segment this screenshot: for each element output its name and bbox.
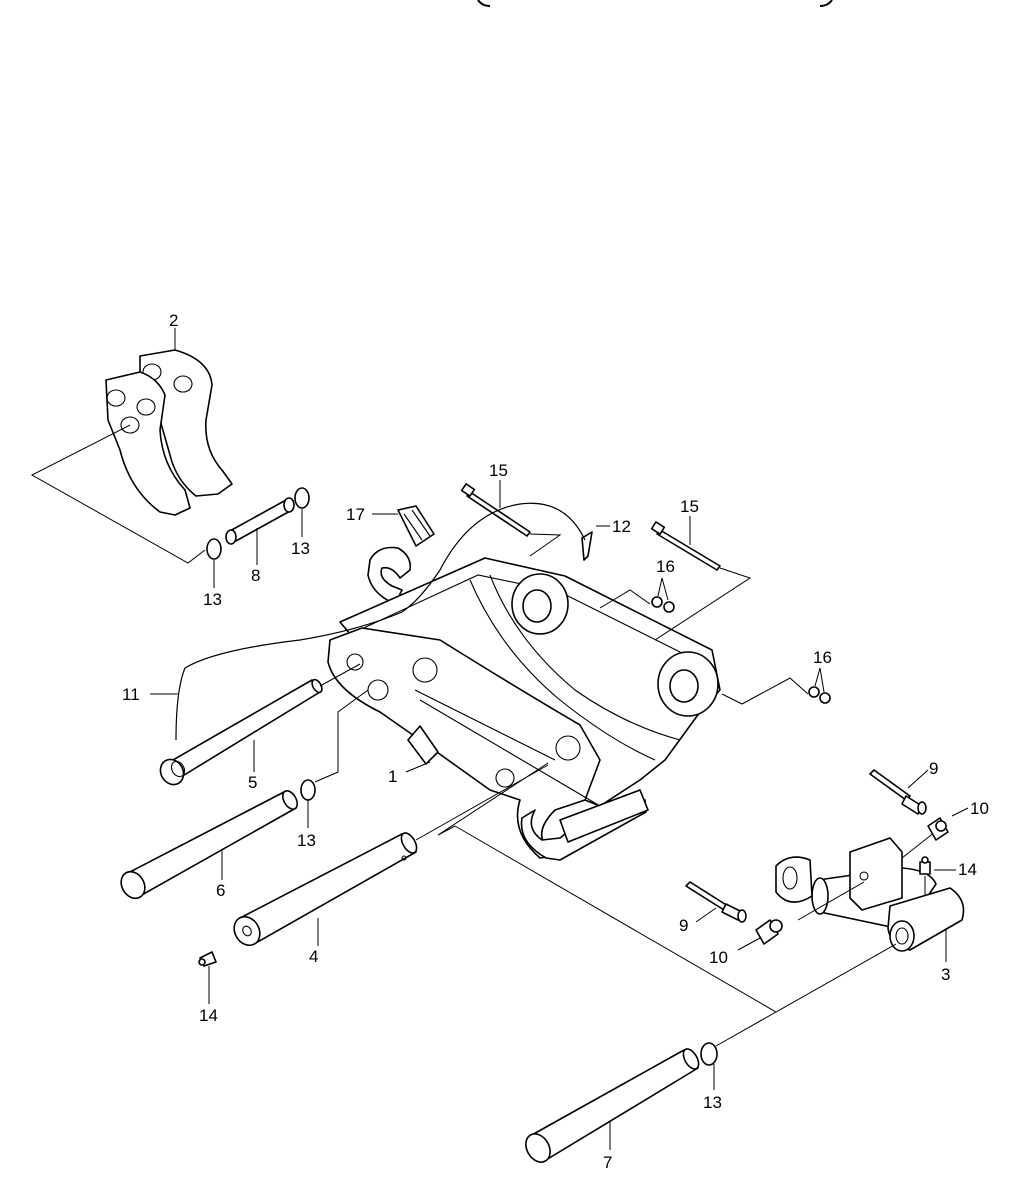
part-5-pin bbox=[159, 678, 323, 786]
part-15-bolt-b bbox=[650, 521, 721, 571]
part-15-bolt-a bbox=[460, 483, 531, 537]
callout-3: 3 bbox=[941, 965, 950, 984]
callout-13-b: 13 bbox=[291, 539, 310, 558]
part-13-snap-ring-a bbox=[206, 538, 222, 560]
callout-14-a: 14 bbox=[199, 1006, 218, 1025]
callout-13-a: 13 bbox=[203, 590, 222, 609]
part-10-elbow-fitting-b bbox=[755, 919, 783, 945]
part-3-assembly-line bbox=[454, 825, 897, 1013]
callout-4: 4 bbox=[309, 947, 318, 966]
part-1-assembly-line bbox=[437, 762, 549, 836]
part-9-hose-fitting-b bbox=[685, 881, 747, 923]
part-11-wire-rope bbox=[175, 502, 586, 741]
part-6-pin bbox=[120, 790, 299, 900]
callout-15-a: 15 bbox=[489, 461, 508, 480]
part-14-grease-nipple-b bbox=[919, 856, 931, 875]
callout-5: 5 bbox=[248, 773, 257, 792]
part-17-clip bbox=[397, 505, 435, 547]
part-16-nuts-a bbox=[651, 596, 675, 613]
part-1-leader bbox=[405, 761, 431, 773]
part-7-pin bbox=[525, 1048, 700, 1163]
header-bracket-fragment bbox=[477, 0, 833, 7]
callout-11: 11 bbox=[122, 685, 140, 704]
callout-17: 17 bbox=[346, 505, 365, 524]
callout-12: 12 bbox=[612, 517, 631, 536]
part-13-snap-ring-d bbox=[700, 1042, 718, 1066]
part-9-hose-fitting-a bbox=[869, 769, 927, 815]
part-15-assembly-line-a bbox=[529, 533, 562, 557]
callout-16-a: 16 bbox=[656, 557, 675, 576]
part-4-pin bbox=[233, 832, 418, 947]
part-2-assembly-line bbox=[30, 424, 206, 564]
part-16-nuts-b bbox=[808, 686, 831, 704]
callout-14-b: 14 bbox=[958, 860, 977, 879]
callout-10-b: 10 bbox=[709, 948, 728, 967]
callout-13-d: 13 bbox=[703, 1093, 722, 1112]
callout-9-b: 9 bbox=[679, 916, 688, 935]
part-13-snap-ring-c bbox=[300, 779, 316, 801]
callout-9-a: 9 bbox=[929, 759, 938, 778]
part-13-snap-ring-b bbox=[294, 487, 310, 509]
part-15-assembly-line-b bbox=[654, 567, 752, 641]
callout-2: 2 bbox=[169, 311, 178, 330]
callout-16-b: 16 bbox=[813, 648, 832, 667]
callout-6: 6 bbox=[216, 881, 225, 900]
callout-10-a: 10 bbox=[970, 799, 989, 818]
part-1-coupler-frame bbox=[327, 546, 721, 861]
callout-13-c: 13 bbox=[297, 831, 316, 850]
part-3-hydraulic-cylinder bbox=[775, 831, 965, 952]
part-8-pin bbox=[225, 497, 295, 545]
callout-15-b: 15 bbox=[680, 497, 699, 516]
callout-7: 7 bbox=[603, 1153, 612, 1172]
part-10-elbow-fitting-a bbox=[927, 817, 949, 841]
part-14-grease-nipple-a bbox=[198, 951, 217, 967]
part-2-bracket-plates bbox=[105, 349, 233, 516]
callout-1: 1 bbox=[388, 767, 397, 786]
callout-8: 8 bbox=[251, 566, 260, 585]
